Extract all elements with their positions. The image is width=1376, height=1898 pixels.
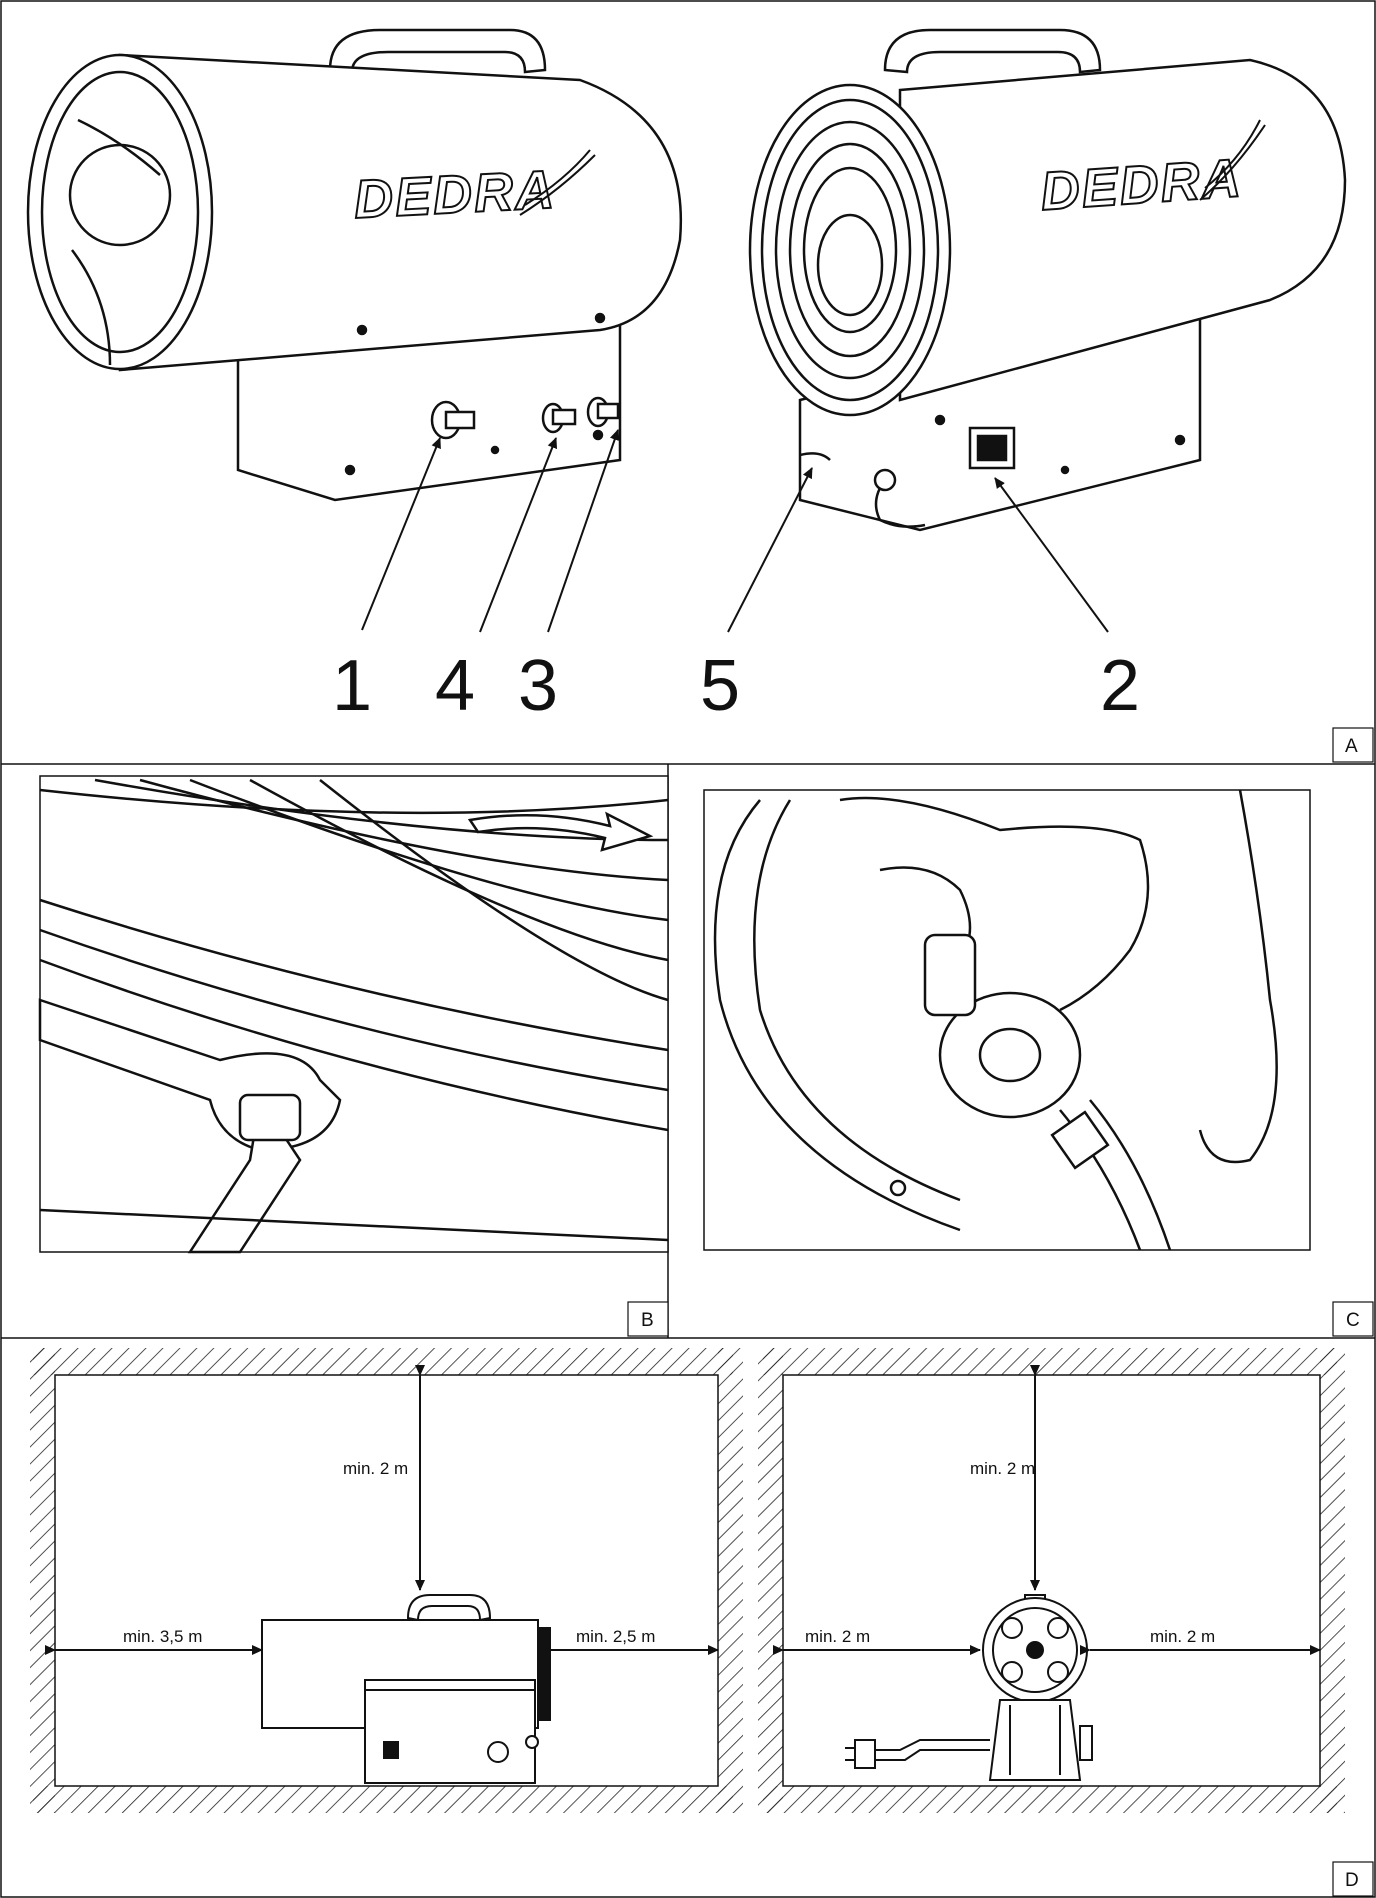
panel-c-label: C — [1346, 1310, 1360, 1331]
callout-2: 2 — [1100, 646, 1140, 726]
panel-b: B — [38, 775, 669, 1337]
panel-c-label-box — [1332, 1301, 1374, 1337]
callout-1: 1 — [332, 646, 372, 726]
clearance-left-side: min. 3,5 m — [123, 1627, 202, 1646]
panel-a-label-box — [1332, 727, 1374, 763]
clearance-top-front: min. 2 m — [970, 1459, 1035, 1478]
panel-a-label: A — [1345, 736, 1358, 757]
callout-5: 5 — [700, 646, 740, 726]
panel-a: DEDRA DEDRA — [26, 28, 1374, 763]
panel-b-label: B — [641, 1310, 654, 1331]
callout-arrows — [361, 429, 1109, 633]
brand-logo-left: DEDRA — [352, 159, 557, 229]
callout-3: 3 — [518, 646, 558, 726]
clearance-arrows-front — [773, 1365, 1321, 1655]
room-front-view: min. 2 m min. 2 m min. 2 m — [758, 1348, 1345, 1813]
heater-rear-view — [26, 28, 683, 502]
clearance-arrows-side — [45, 1365, 719, 1655]
clearance-right-front: min. 2 m — [1150, 1627, 1215, 1646]
panel-d-label: D — [1345, 1870, 1359, 1891]
panel-d-label-box — [1332, 1861, 1374, 1897]
clearance-left-front: min. 2 m — [805, 1627, 870, 1646]
clearance-top-side: min. 2 m — [343, 1459, 408, 1478]
heater-side-silhouette — [261, 1594, 551, 1784]
panel-c: C — [703, 789, 1374, 1337]
room-side-view: min. 2 m min. 3,5 m min. 2,5 m — [30, 1348, 743, 1813]
heater-front-view — [748, 28, 1347, 532]
clearance-right-side: min. 2,5 m — [576, 1627, 655, 1646]
panel-b-label-box — [627, 1301, 669, 1337]
panel-b-inner-frame — [39, 775, 669, 1253]
callout-4: 4 — [435, 646, 475, 726]
panel-d: min. 2 m min. 3,5 m min. 2,5 m — [30, 1348, 1374, 1897]
brand-swoosh-right — [1199, 119, 1266, 201]
fan-guard-closeup — [38, 778, 669, 1254]
regulator-hand-closeup — [713, 789, 1278, 1251]
brand-swoosh-left — [519, 149, 596, 216]
